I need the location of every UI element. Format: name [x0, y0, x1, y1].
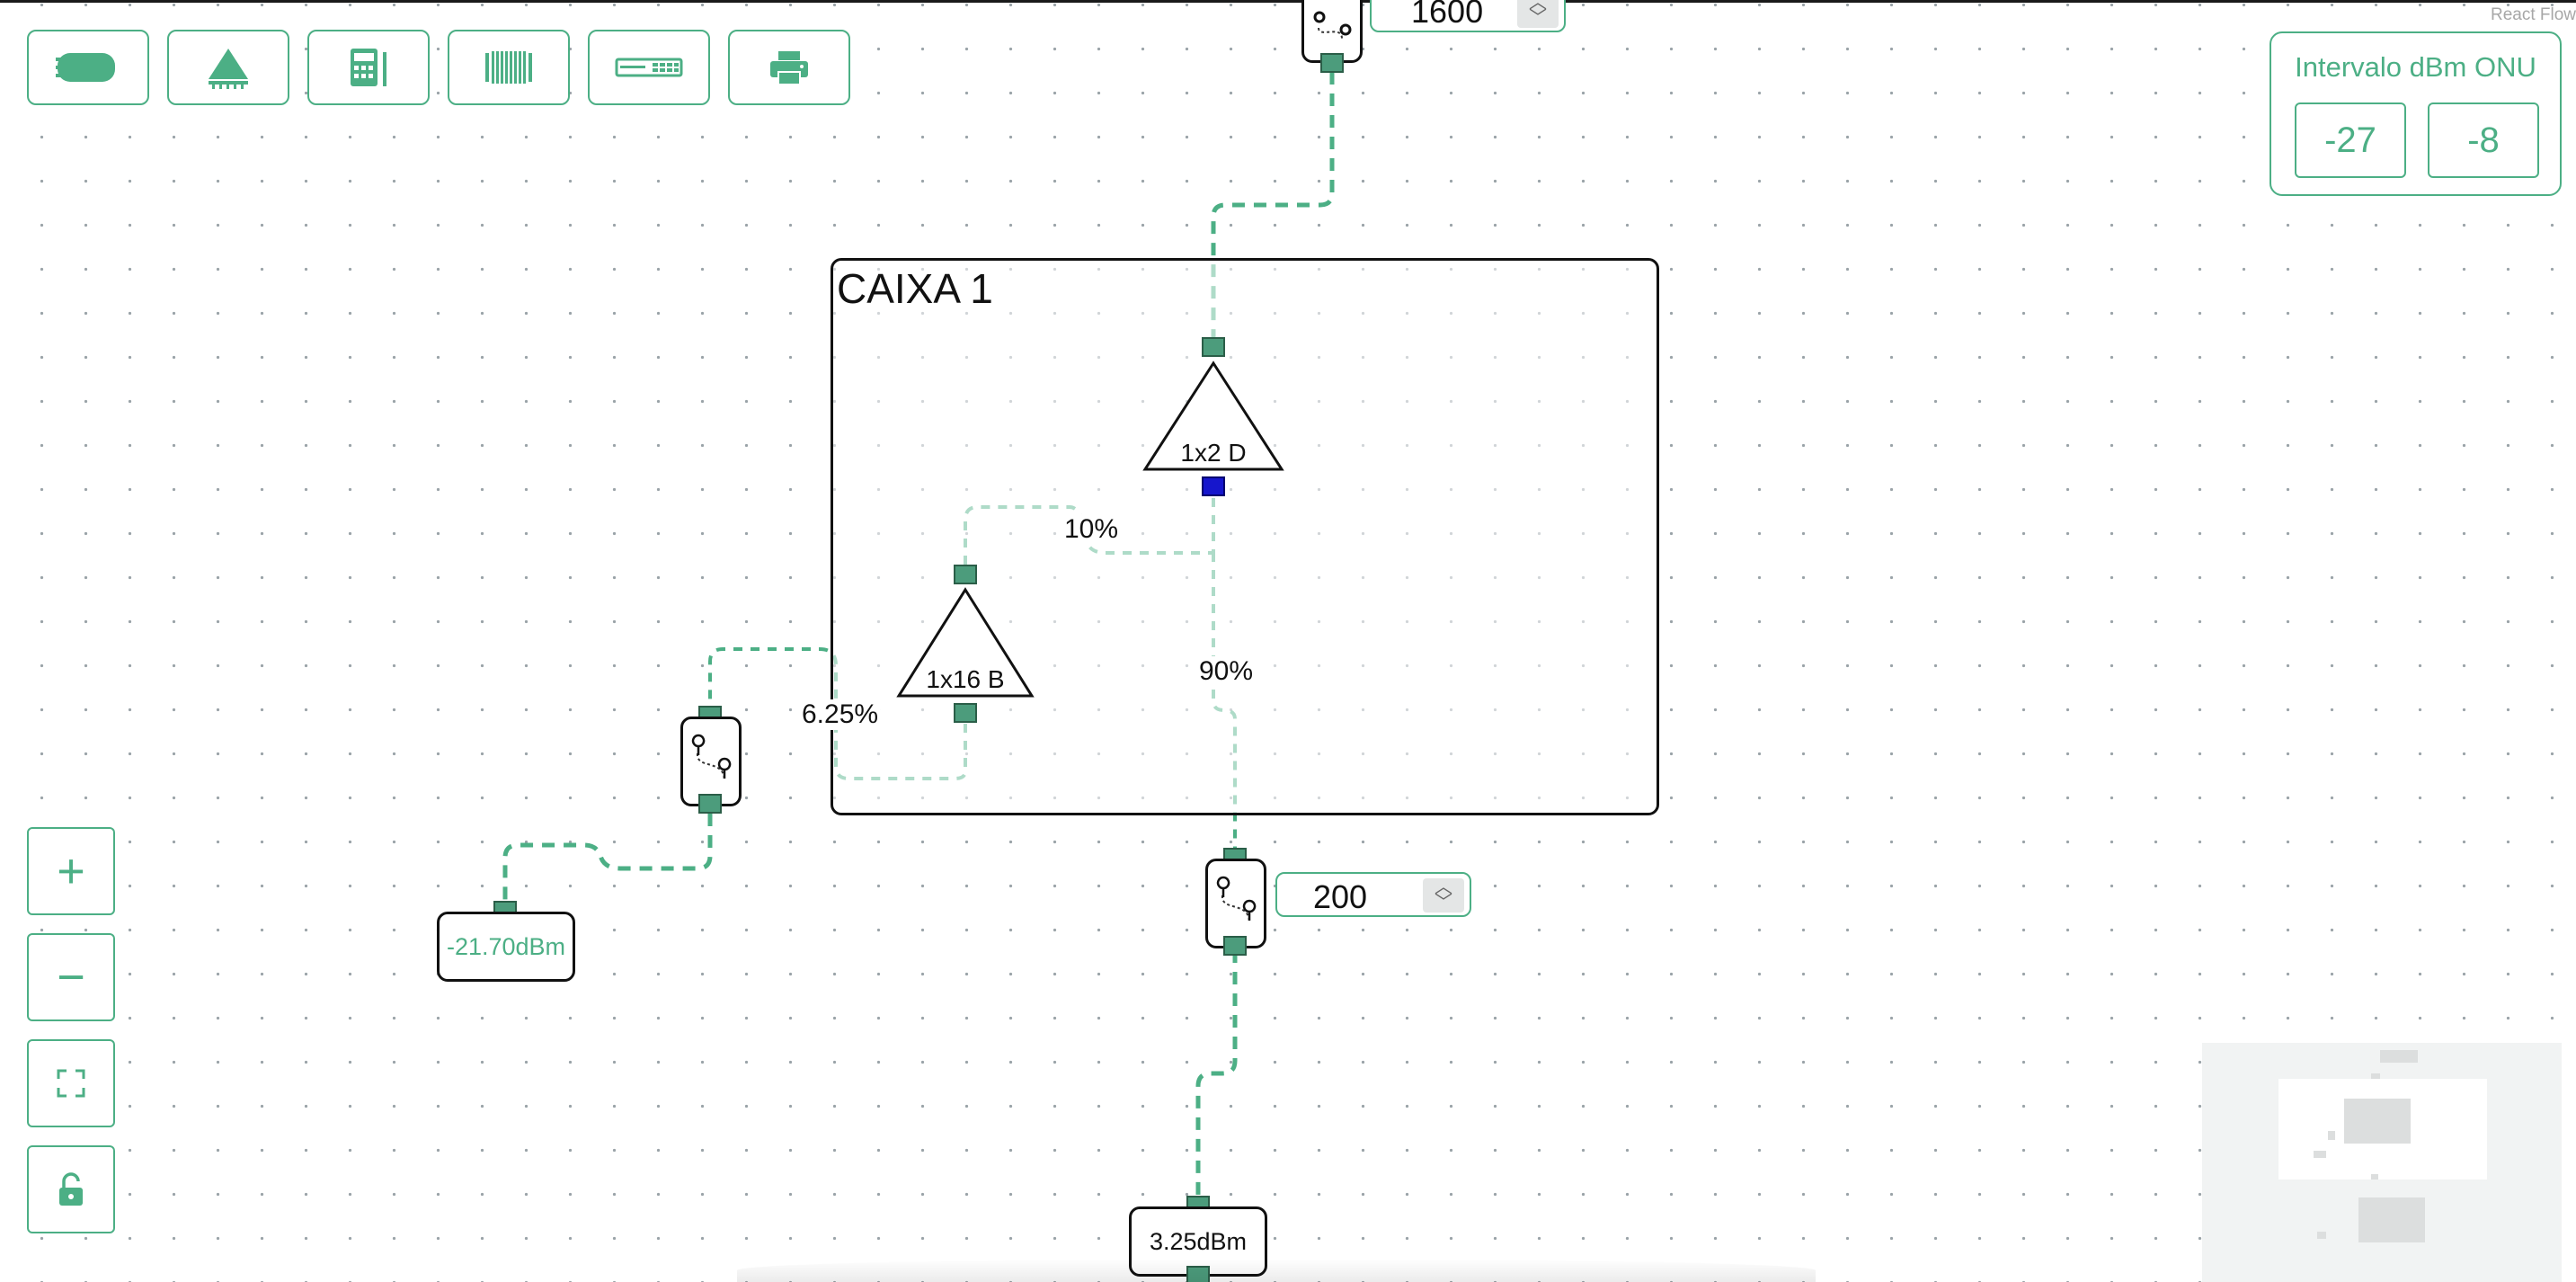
splitter-triangle-icon [209, 49, 248, 89]
minimap[interactable] [2202, 1043, 2562, 1282]
bottom-shadow [737, 1259, 1816, 1282]
edge-label-10: 10% [1062, 514, 1121, 545]
onu-node-bottom[interactable]: 3.25dBm [1129, 1206, 1267, 1277]
length-input-middle[interactable]: 200 ︿﹀ [1275, 872, 1471, 917]
fiber-route-icon [691, 734, 732, 781]
dbm-range-title: Intervalo dBm ONU [2295, 51, 2536, 83]
flow-controls: + − [27, 827, 115, 1233]
handle-1x2-in[interactable] [1202, 337, 1225, 357]
calculator-icon [351, 49, 386, 86]
splitter-1x2-label: 1x2 D [1180, 439, 1247, 467]
dbm-min-input[interactable]: -27 [2295, 102, 2406, 178]
group-label: CAIXA 1 [837, 265, 993, 312]
minimap-node [2371, 1073, 2380, 1079]
handle-1x16-out[interactable] [954, 703, 977, 723]
react-flow-attribution[interactable]: React Flow [2490, 5, 2576, 24]
minimap-node [2371, 1174, 2378, 1180]
dbm-range-panel: Intervalo dBm ONU -27 -8 [2270, 31, 2562, 196]
dbm-max-input[interactable]: -8 [2428, 102, 2539, 178]
handle-left-fiber-out[interactable] [698, 794, 722, 814]
olt-icon [56, 53, 115, 82]
onu-node-left[interactable]: -21.70dBm [437, 912, 575, 982]
window-top-border [0, 0, 2576, 3]
printer-icon [770, 51, 808, 85]
splitter-1x16-shape [896, 587, 1035, 698]
fiber-route-icon [1313, 11, 1352, 40]
length-value-top: 1600 [1411, 0, 1484, 30]
fiber-node-middle[interactable] [1205, 859, 1266, 948]
node-toolbar [27, 30, 850, 105]
fiber-route-icon [1216, 876, 1257, 923]
fiber-spool-icon [485, 51, 532, 84]
splitter-1x2[interactable]: 1x2 D [1141, 360, 1285, 473]
fiber-node-top[interactable] [1301, 0, 1363, 63]
edge-middle-fiber-to-onu [1195, 950, 1238, 1203]
handle-onu-bottom-out[interactable] [1186, 1266, 1210, 1282]
length-input-top[interactable]: 1600 ︿﹀ [1370, 0, 1566, 32]
add-onu-button[interactable] [307, 30, 430, 105]
switch-icon [615, 58, 683, 77]
length-spinner-middle[interactable]: ︿﹀ [1423, 878, 1464, 913]
zoom-in-button[interactable]: + [27, 827, 115, 915]
add-olt-button[interactable] [27, 30, 149, 105]
splitter-1x16-label: 1x16 B [926, 665, 1005, 693]
splitter-1x16[interactable]: 1x16 B [895, 586, 1035, 699]
add-fiber-button[interactable] [448, 30, 570, 105]
fit-view-icon [57, 1069, 85, 1098]
minimap-node [2344, 1099, 2411, 1144]
add-switch-button[interactable] [588, 30, 710, 105]
minimap-node [2328, 1131, 2335, 1140]
minimap-node [2317, 1232, 2326, 1239]
minimap-node [2380, 1050, 2418, 1063]
edge-label-6-25: 6.25% [800, 699, 881, 730]
handle-top-fiber-out[interactable] [1320, 53, 1344, 73]
minimap-node [2314, 1151, 2326, 1158]
add-splitter-button[interactable] [167, 30, 289, 105]
handle-1x16-in[interactable] [954, 565, 977, 584]
length-value-middle: 200 [1313, 878, 1368, 915]
unlock-icon [59, 1172, 83, 1206]
edge-label-90: 90% [1197, 656, 1256, 687]
length-spinner-top[interactable]: ︿﹀ [1517, 0, 1559, 28]
handle-middle-fiber-out[interactable] [1223, 936, 1247, 956]
zoom-out-button[interactable]: − [27, 933, 115, 1021]
edge-left-fiber-to-onu [502, 814, 713, 902]
fit-view-button[interactable] [27, 1039, 115, 1127]
splitter-1x2-shape [1142, 361, 1284, 471]
handle-1x2-out-selected[interactable] [1202, 476, 1225, 496]
toggle-lock-button[interactable] [27, 1145, 115, 1233]
fiber-node-left[interactable] [680, 717, 742, 806]
group-caixa[interactable]: CAIXA 1 [831, 258, 1659, 815]
minimap-node [2358, 1197, 2425, 1242]
print-button[interactable] [728, 30, 850, 105]
